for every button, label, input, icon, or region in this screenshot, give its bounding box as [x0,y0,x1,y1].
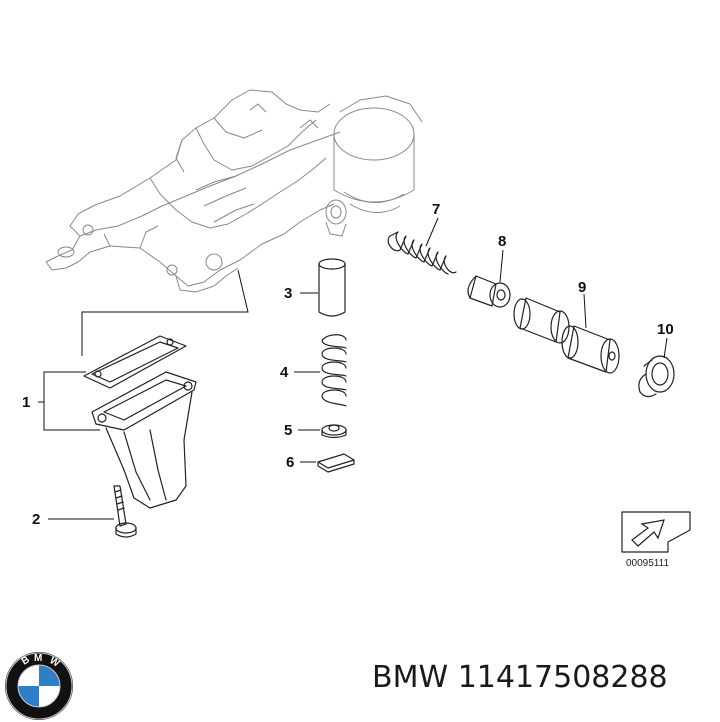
callout-6: 6 [286,454,294,471]
leader-9 [583,293,587,329]
callout-7: 7 [432,201,440,218]
oil-pump-housing [45,89,423,293]
callout-9: 9 [578,279,586,296]
callout-1: 1 [22,394,30,411]
part-4-spring [321,334,347,407]
reference-box: 00095111 [621,511,691,569]
part-3-sleeve [318,258,346,317]
part-number-line: BMW 11417508288 [372,660,717,710]
part-8-piston [467,275,511,308]
svg-text:B: B [20,654,32,667]
part-1-strainer [83,335,197,509]
arrow-shape-icon [631,519,665,547]
part-7-spring [387,231,457,275]
leader-1 [43,371,100,431]
callout-2: 2 [32,511,40,528]
brand-label: BMW [372,660,449,695]
part-number: 11417508288 [457,660,668,695]
reference-code: 00095111 [626,558,669,569]
housing-leader [81,269,249,356]
callout-4: 4 [280,364,289,381]
part-9-cylinders [513,297,620,374]
callout-3: 3 [284,285,292,302]
part-10-plug [638,355,675,398]
part-2-bolt [113,485,137,538]
callout-8: 8 [498,233,506,250]
part-6-seal [317,453,355,473]
svg-text:M: M [34,653,42,664]
leader-8 [499,249,504,283]
leader-10 [663,337,668,359]
callout-10: 10 [657,321,674,338]
leader-7 [425,217,439,247]
callout-5: 5 [284,422,292,439]
part-5-washer [321,424,347,439]
direction-arrow-icon [621,511,691,553]
bmw-logo-icon: B M W [5,652,73,720]
